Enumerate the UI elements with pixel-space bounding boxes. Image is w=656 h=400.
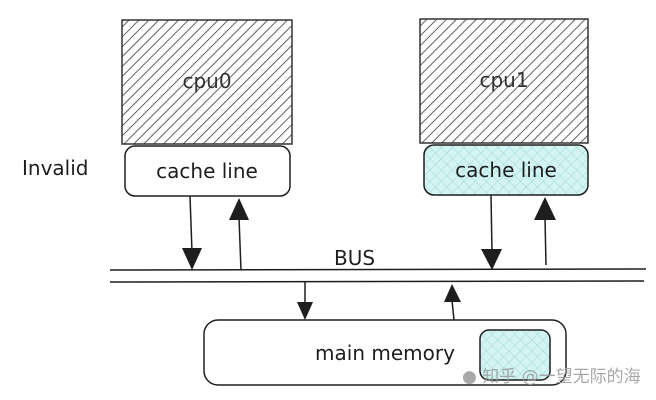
cpu1-block: cpu1	[419, 18, 589, 144]
invalid-state-label: Invalid	[22, 156, 88, 180]
cpu0-cache-line-label: cache line	[156, 159, 258, 183]
cpu1-cache-line-label: cache line	[455, 158, 557, 182]
bus: BUS	[109, 246, 647, 283]
cpu0-cache-line: cache line	[124, 145, 291, 197]
wechat-icon: ●	[462, 367, 477, 387]
cpu1-write-arrow	[481, 194, 502, 270]
cpu0-write-arrow	[182, 195, 202, 270]
cpu1-cache-line: cache line	[423, 144, 589, 196]
cpu1-read-arrow	[534, 197, 556, 266]
cpu0-read-arrow	[229, 198, 249, 271]
memory-write-arrow	[297, 282, 313, 320]
cpu0-label: cpu0	[182, 69, 231, 93]
cpu0-block: cpu0	[121, 19, 293, 145]
bus-label: BUS	[334, 246, 375, 270]
memory-cache-block	[479, 329, 551, 381]
memory-read-arrow	[444, 284, 461, 321]
cpu1-label: cpu1	[479, 68, 528, 92]
watermark: ● 知乎 @一望无际的海	[462, 362, 641, 387]
main-memory-label: main memory	[315, 341, 455, 365]
watermark-text: 知乎 @一望无际的海	[482, 367, 641, 387]
main-memory: main memory	[203, 319, 567, 386]
